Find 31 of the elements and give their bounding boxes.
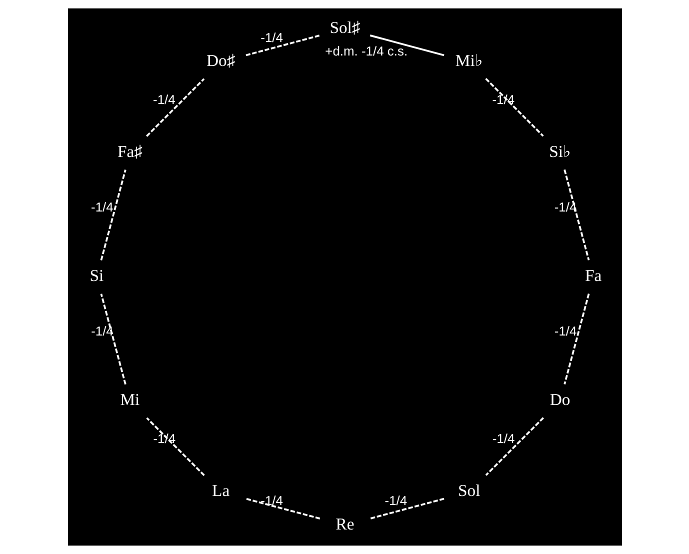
node-text: Re (335, 514, 354, 534)
edge-label: -1/4 (90, 199, 113, 214)
edge-label: -1/4 (260, 30, 282, 45)
connector (484, 417, 544, 476)
connector (245, 498, 320, 520)
node-text: Mi (120, 390, 140, 410)
connector (100, 294, 126, 385)
node-text: Sol♯ (329, 18, 360, 37)
connector (100, 170, 126, 260)
edge-label: -1/4 (152, 92, 175, 107)
connector (145, 78, 204, 137)
node-text: La (212, 481, 230, 500)
connector (563, 169, 590, 260)
edge-label: -1/4 (554, 323, 576, 338)
connector (369, 498, 444, 520)
connector (369, 34, 444, 56)
node-text: Fa♯ (116, 142, 142, 161)
node-text: Si (89, 266, 104, 286)
connector (146, 417, 204, 476)
node-text: Mi♭ (454, 51, 482, 70)
connector (563, 294, 590, 384)
node-text: Si♭ (548, 142, 570, 161)
node-text: Do♯ (206, 51, 235, 70)
edge-label: -1/4 (384, 493, 407, 508)
connector (484, 78, 544, 137)
node-text: Do (549, 390, 570, 410)
edge-label: +d.m. -1/4 c.s. (324, 44, 408, 59)
edge-label: -1/4 (492, 430, 514, 446)
node-text: Sol (458, 481, 480, 500)
connector (245, 34, 320, 56)
node-text: Fa (584, 266, 602, 286)
